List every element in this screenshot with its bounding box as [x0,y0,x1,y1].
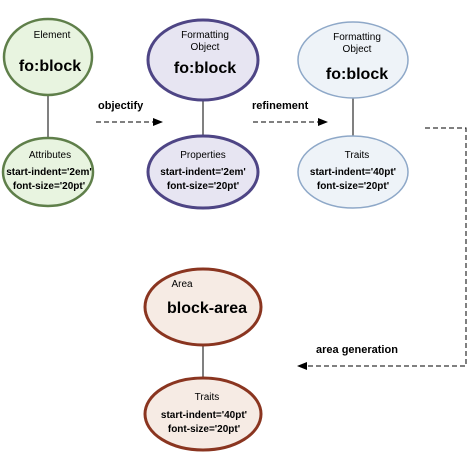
fo-caption-1: Formatting [181,30,229,41]
fo-name: fo:block [174,60,236,77]
element-name: fo:block [19,58,81,75]
element-attributes-caption: Attributes [29,150,71,161]
area-generation-label: area generation [316,344,398,356]
fo-properties-node: Properties start-indent='2em' font-size=… [146,134,260,210]
fo-properties-ellipse [146,134,260,210]
area-ellipse [143,267,263,347]
area-traits-ellipse [143,376,263,452]
fo-node: Formatting Object fo:block [146,18,260,102]
area-traits-caption: Traits [195,392,220,403]
fo-properties-line2: font-size='20pt' [167,181,239,192]
refined-fo-caption-1: Formatting [333,32,381,43]
fo-ellipse [146,18,260,102]
area-traits-line1: start-indent='40pt' [161,410,247,421]
area-generation-edge: area generation [297,127,467,370]
area-generation-arrow [297,127,467,370]
element-node: Element fo:block [2,17,94,97]
area-traits-node: Traits start-indent='40pt' font-size='20… [143,376,263,452]
element-attributes-line1: start-indent='2em' [6,167,92,178]
area-traits-line2: font-size='20pt' [168,424,240,435]
element-caption: Element [34,30,71,41]
refined-traits-node: Traits start-indent='40pt' font-size='20… [297,135,409,209]
refined-traits-ellipse [297,135,409,209]
refined-fo-caption-2: Object [343,44,372,55]
refinement-edge: refinement [252,100,328,126]
refined-traits-caption: Traits [345,150,370,161]
fo-properties-caption: Properties [180,150,226,161]
refinement-label: refinement [252,100,309,112]
element-attributes-line2: font-size='20pt' [13,181,85,192]
element-attributes-node: Attributes start-indent='2em' font-size=… [1,136,95,208]
area-node: Area block-area [143,267,263,347]
refined-traits-line2: font-size='20pt' [317,181,389,192]
fo-caption-2: Object [191,42,220,53]
fo-properties-line1: start-indent='2em' [160,167,246,178]
element-ellipse [2,17,94,97]
element-attributes-ellipse [1,136,95,208]
area-caption: Area [171,279,193,290]
objectify-label: objectify [98,100,144,112]
area-name: block-area [167,300,247,317]
refined-fo-name: fo:block [326,66,388,83]
refined-fo-ellipse [297,21,409,99]
objectify-edge: objectify [96,100,163,126]
refined-fo-node: Formatting Object fo:block [297,21,409,99]
refined-traits-line1: start-indent='40pt' [310,167,396,178]
